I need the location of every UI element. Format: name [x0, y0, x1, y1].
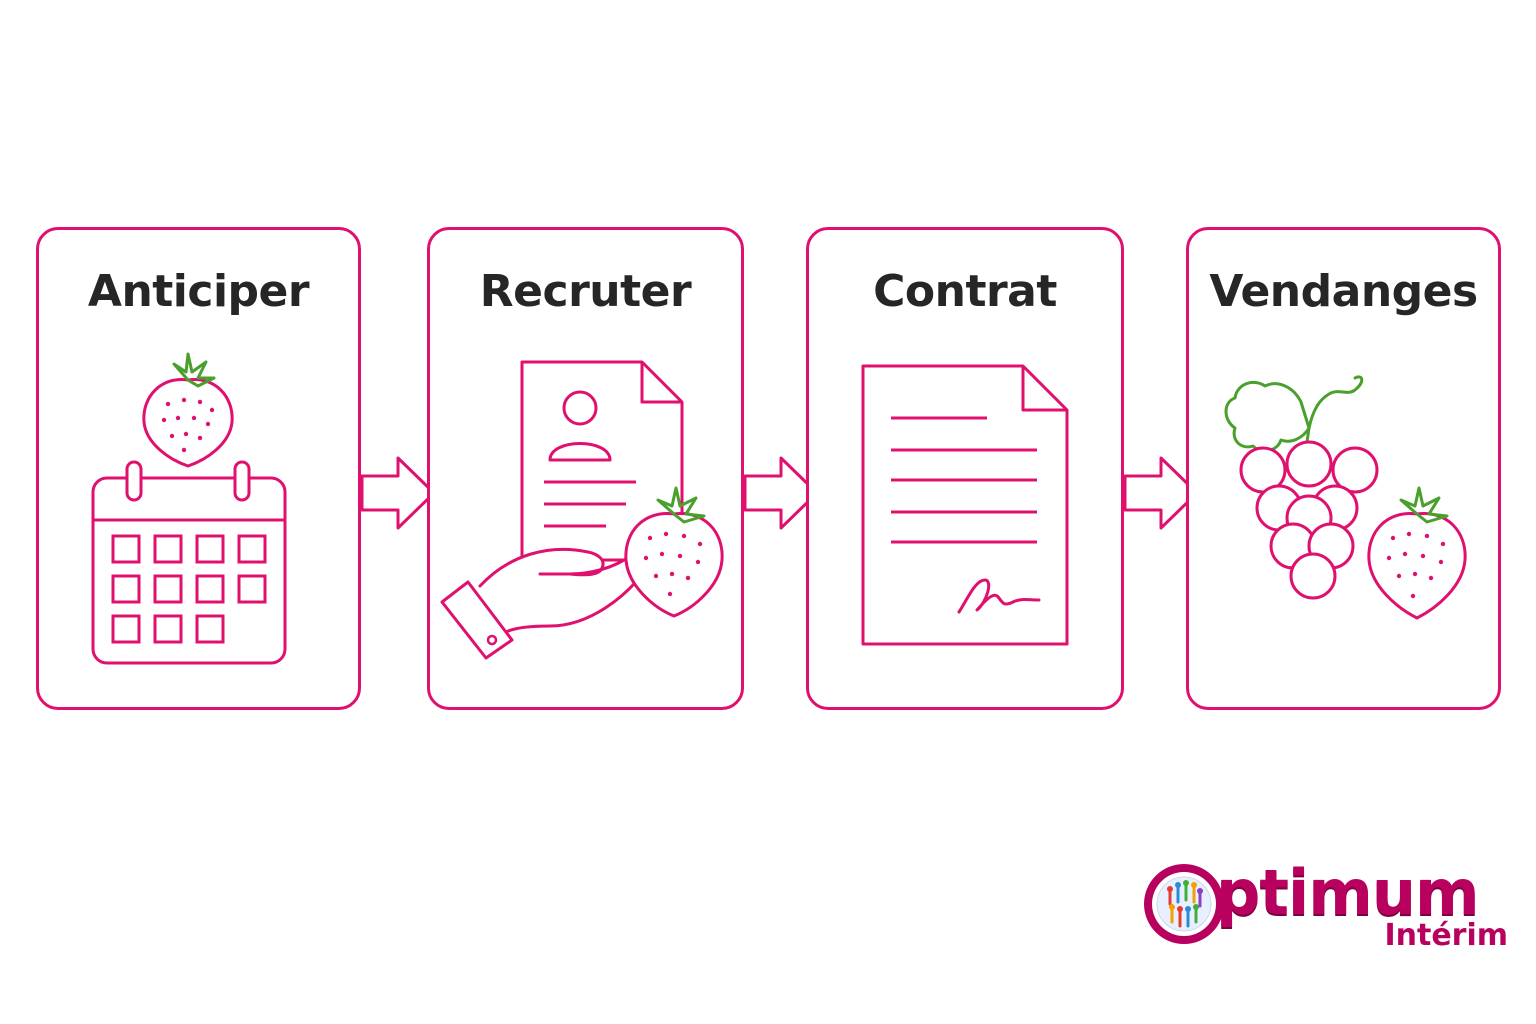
globe-logo-icon	[1144, 864, 1224, 944]
contract-icon	[861, 364, 1069, 646]
arrow-right-icon	[360, 456, 436, 530]
logo-subtitle: Intérim	[1384, 918, 1508, 953]
contrat-illustration	[861, 364, 1069, 646]
strawberry-icon	[624, 486, 724, 618]
step-title: Contrat	[873, 266, 1057, 317]
step-title: Recruter	[479, 266, 692, 317]
step-title: Vendanges	[1209, 266, 1478, 317]
step-recruter: Recruter	[427, 227, 744, 710]
step-title: Anticiper	[87, 266, 310, 317]
signature-icon	[957, 578, 1041, 614]
vendanges-illustration	[1224, 375, 1467, 620]
logo-wordmark: ptimum	[1216, 856, 1480, 929]
step-anticiper: Anticiper	[36, 227, 361, 710]
strawberry-icon	[1367, 486, 1467, 620]
resume-icon	[520, 360, 684, 562]
anticiper-illustration	[91, 352, 287, 665]
arrow-right-icon	[1123, 456, 1199, 530]
calendar-icon	[91, 460, 287, 665]
optimum-interim-logo: ptimum Intérim	[1140, 852, 1520, 962]
step-contrat: Contrat	[806, 227, 1124, 710]
arrow-right-icon	[743, 456, 819, 530]
hand-icon	[440, 547, 649, 660]
recruter-illustration	[440, 360, 724, 660]
strawberry-icon	[142, 352, 234, 468]
grapes-icon	[1224, 375, 1379, 600]
step-vendanges: Vendanges	[1186, 227, 1501, 710]
